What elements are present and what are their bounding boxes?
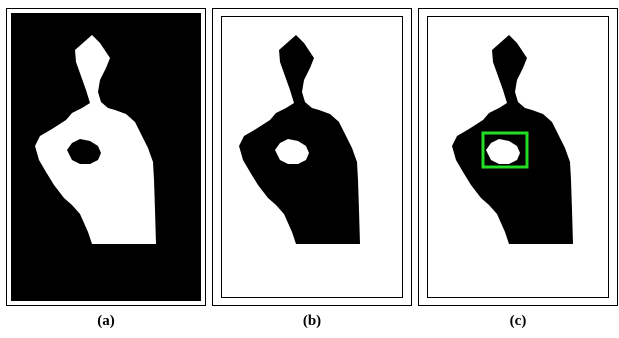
panel-b-inner-frame	[221, 16, 403, 298]
panel-b	[212, 8, 412, 306]
panel-c-hand-silhouette	[452, 35, 573, 244]
panel-b-hand-silhouette	[239, 35, 360, 244]
panel-a-hole	[67, 139, 101, 164]
caption-b: (b)	[302, 313, 322, 329]
panel-a-image	[6, 8, 206, 306]
caption-a: (a)	[97, 313, 115, 329]
panel-c-bounding-box	[481, 131, 529, 169]
panel-c-hole	[486, 139, 520, 164]
panel-a	[6, 8, 206, 306]
panel-c-inner-frame	[427, 16, 609, 298]
panel-b-hole	[275, 139, 309, 164]
panel-b-image	[212, 8, 412, 306]
panel-c	[418, 8, 618, 306]
panel-a-hand-silhouette	[35, 35, 156, 244]
panel-c-image	[418, 8, 618, 306]
caption-c: (c)	[509, 313, 527, 329]
